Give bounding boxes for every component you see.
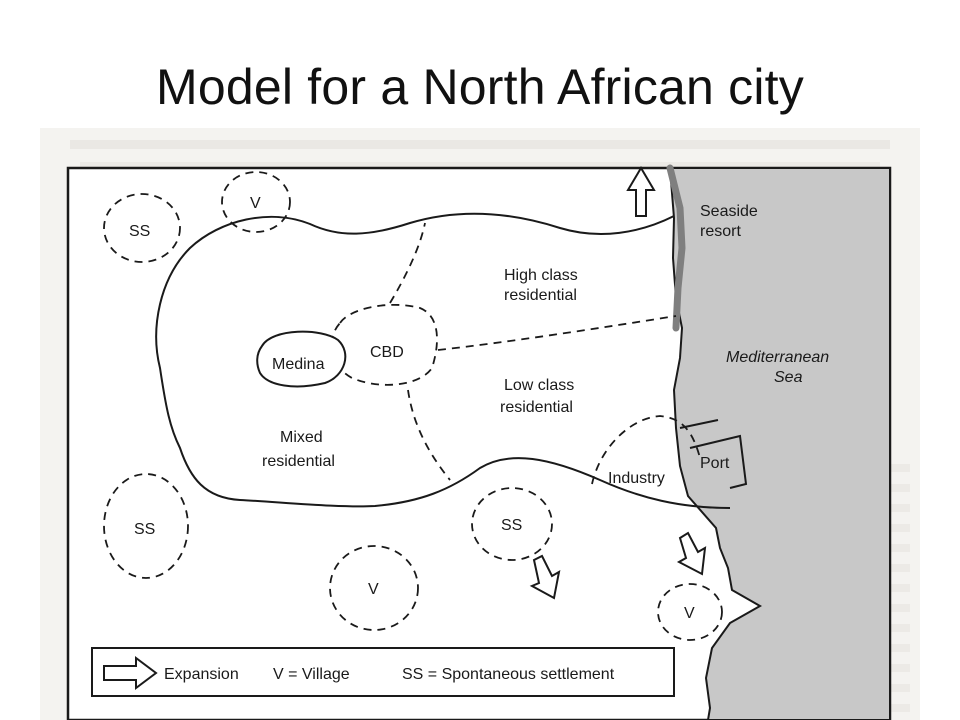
- label-v-bottom: V: [368, 581, 379, 598]
- v-right-circle: [657, 583, 723, 641]
- label-seaside-resort-2: resort: [700, 223, 741, 240]
- ss-center-circle: [471, 487, 553, 561]
- city-boundary: [155, 212, 731, 509]
- label-v-top: V: [250, 195, 261, 212]
- legend-box: [91, 647, 675, 697]
- legend-expansion: Expansion: [164, 666, 239, 683]
- port-boundary: [679, 419, 748, 489]
- expansion-arrow-south-center: [529, 554, 561, 600]
- label-high-class-1: High class: [504, 267, 578, 284]
- expansion-arrows: [529, 166, 707, 600]
- label-medina: Medina: [272, 356, 325, 373]
- legend-expansion-arrow-icon: [103, 656, 158, 690]
- label-cbd: CBD: [370, 344, 404, 361]
- label-ss-left: SS: [134, 521, 155, 538]
- label-mixed-2: residential: [262, 453, 335, 470]
- v-bottom-circle: [329, 545, 419, 631]
- label-low-class-1: Low class: [504, 377, 574, 394]
- expansion-arrow-south-east: [676, 531, 707, 576]
- coastline-highlight: [666, 164, 686, 332]
- label-v-right: V: [684, 605, 695, 622]
- ss-top-left-circle: [103, 193, 181, 263]
- label-port: Port: [700, 455, 730, 472]
- city-model-diagram: Seaside resort High class residential Me…: [66, 140, 910, 720]
- label-ss-center: SS: [501, 517, 522, 534]
- label-industry: Industry: [608, 470, 665, 487]
- settlements: [103, 171, 723, 641]
- expansion-arrow-north: [626, 166, 656, 217]
- label-mixed-1: Mixed: [280, 429, 323, 446]
- slide-title: Model for a North African city: [156, 59, 804, 115]
- label-seaside-resort-1: Seaside: [700, 203, 758, 220]
- ss-left-circle: [103, 473, 189, 579]
- label-sea-1: Mediterranean: [726, 349, 829, 366]
- label-high-class-2: residential: [504, 287, 577, 304]
- legend-village: V = Village: [273, 666, 350, 683]
- city-model-figure: Seaside resort High class residential Me…: [40, 128, 920, 720]
- label-sea-2: Sea: [774, 369, 803, 386]
- label-ss-top-left: SS: [129, 223, 150, 240]
- medina-boundary: [256, 330, 347, 388]
- v-top-circle: [221, 171, 291, 233]
- label-low-class-2: residential: [500, 399, 573, 416]
- legend-spontaneous: SS = Spontaneous settlement: [402, 666, 615, 683]
